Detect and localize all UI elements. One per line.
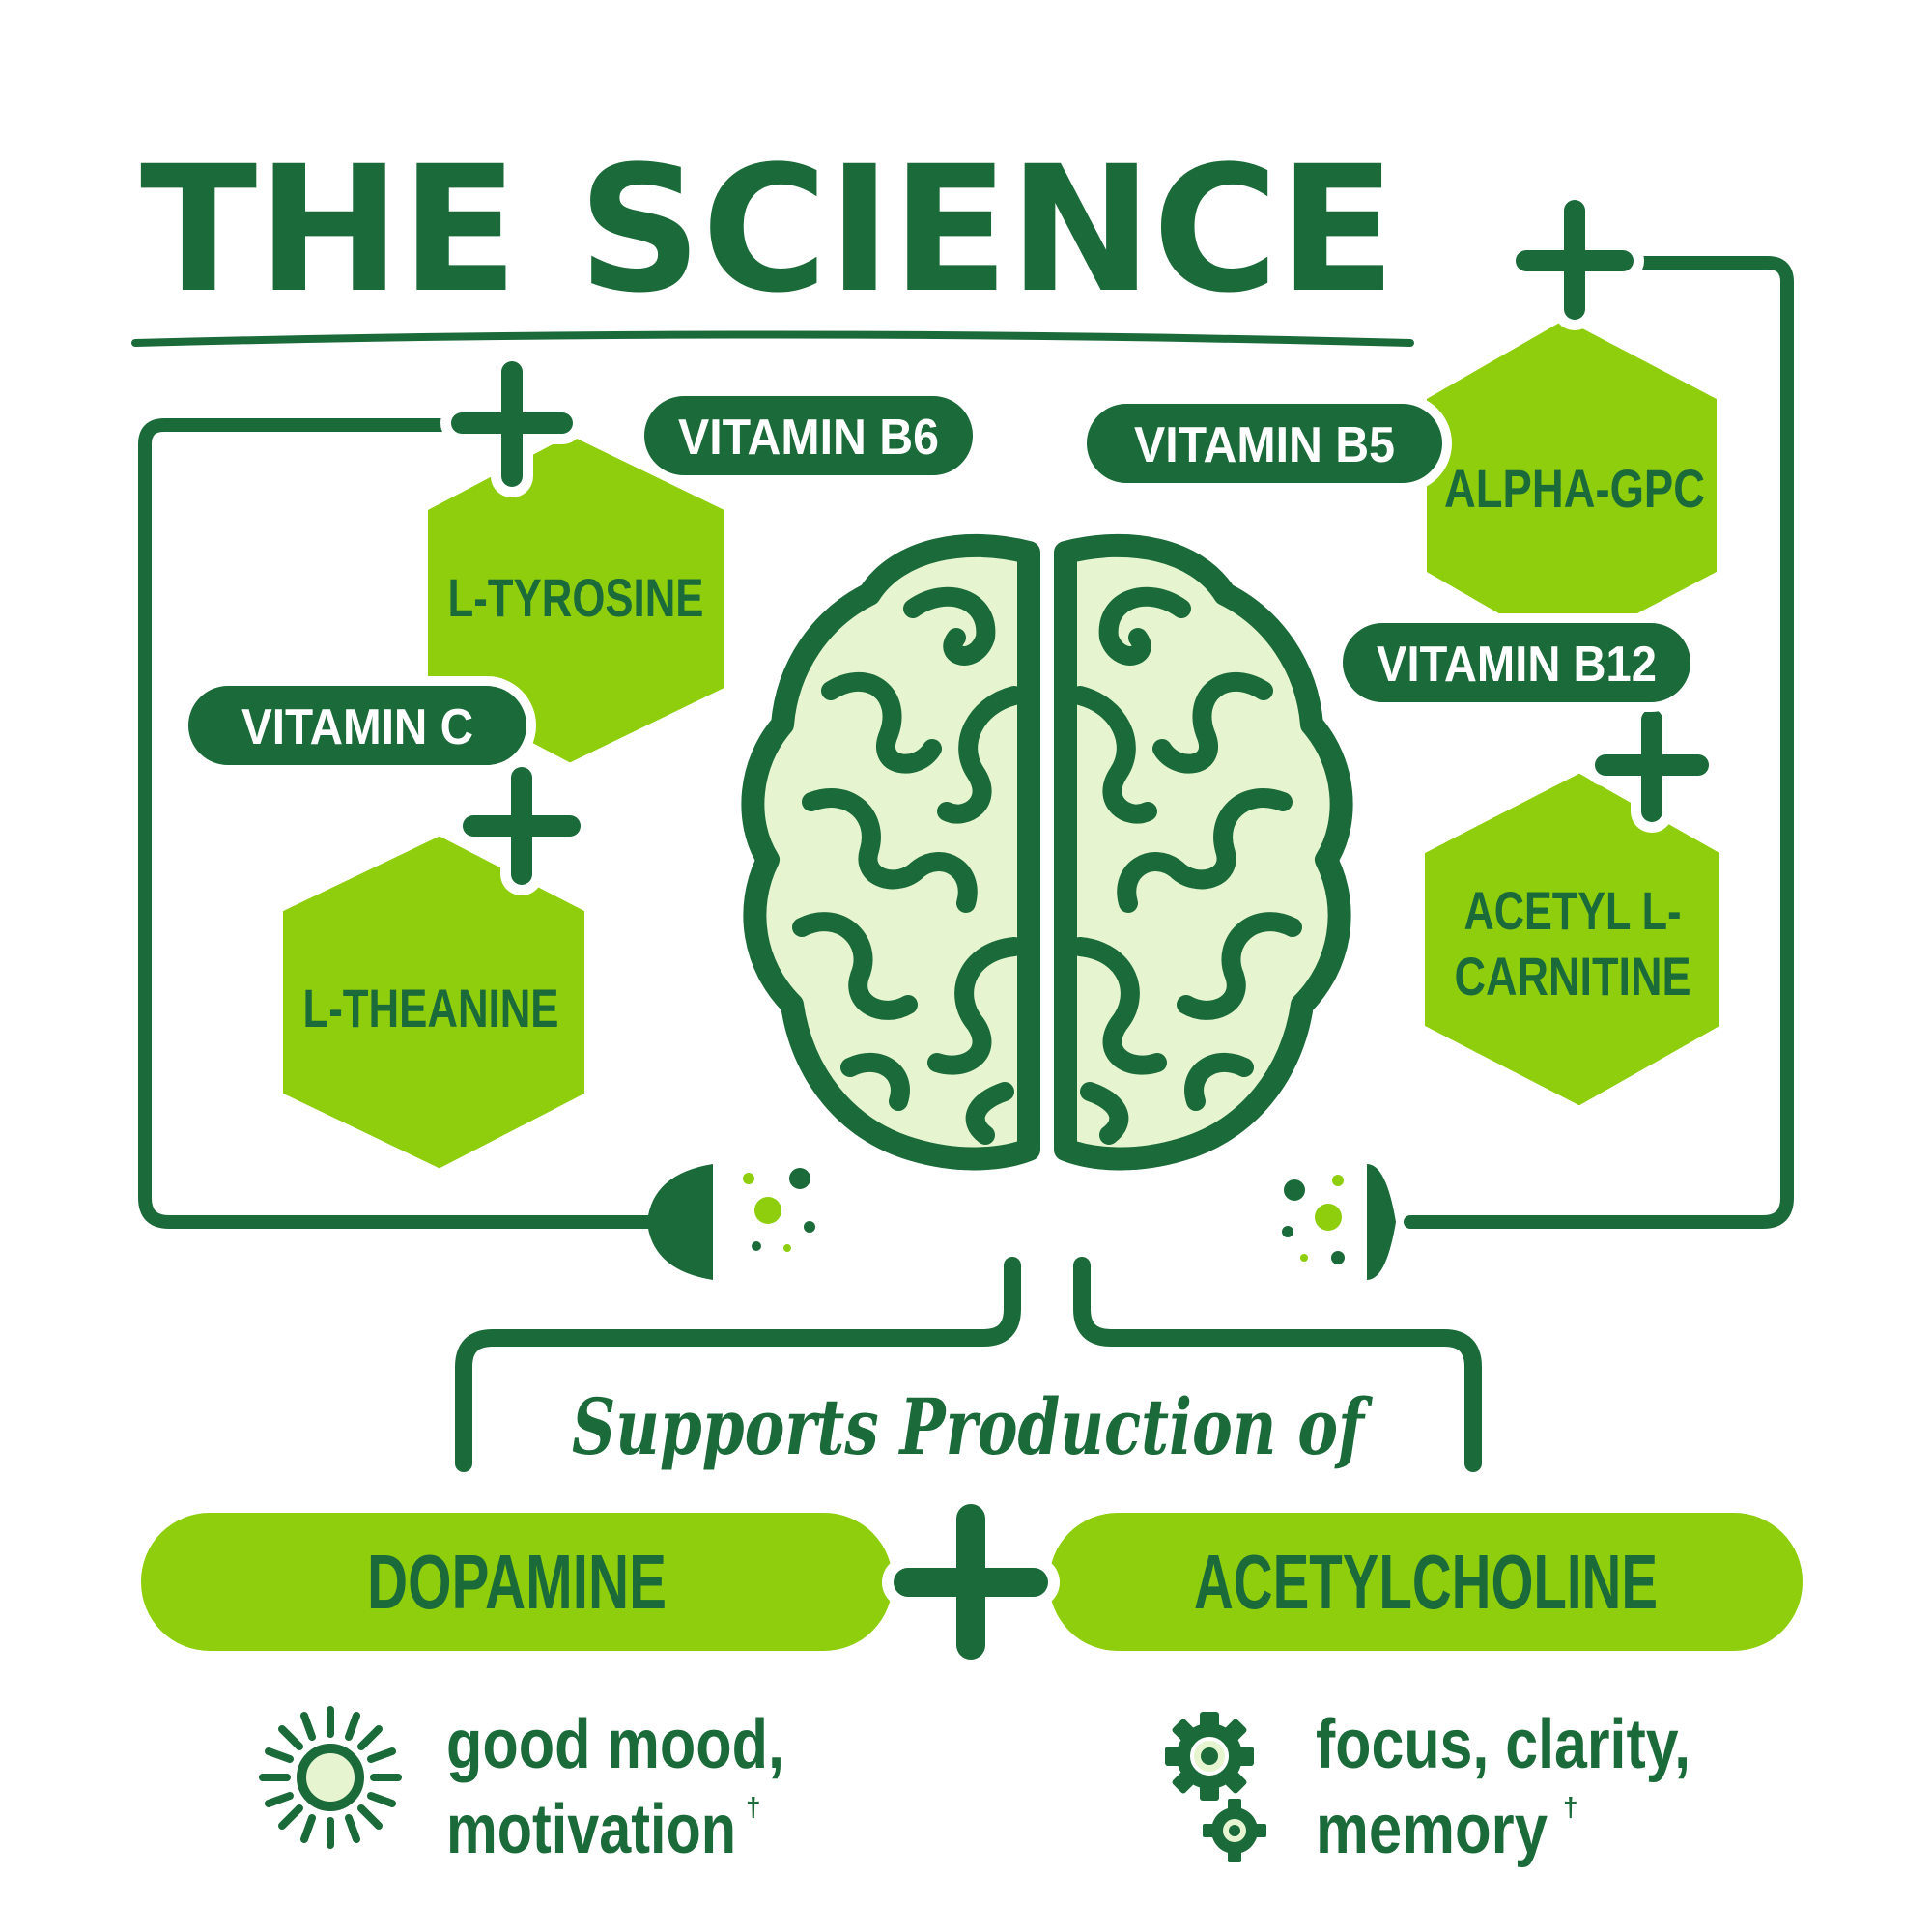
left-connector-line	[138, 418, 664, 1229]
hex-l-theanine	[273, 825, 594, 1179]
vitamin-b6-label: VITAMIN B6	[678, 410, 939, 466]
acetylcholine-label: ACETYLCHOLINE	[1194, 1539, 1658, 1625]
acetyl-label-line2: CARNITINE	[1455, 946, 1691, 1007]
plus-icon-acetyl	[1595, 709, 1709, 822]
plus-icon-l-tyrosine	[451, 361, 573, 487]
brain-icon	[741, 533, 1353, 1171]
right-connector-line	[1404, 256, 1794, 1229]
plus-icon-alpha-gpc	[1516, 200, 1634, 320]
gears-icon	[1165, 1712, 1266, 1862]
page-title: THE SCIENCE	[140, 129, 1396, 331]
plus-icon-center	[894, 1504, 1048, 1660]
vitamin-b5-pill	[1077, 394, 1452, 493]
vitamin-b12-pill	[1333, 613, 1700, 712]
left-benefit-line2: motivation	[446, 1791, 736, 1868]
acetyl-label-line1: ACETYL L-	[1464, 880, 1682, 941]
vitamin-c-label: VITAMIN C	[242, 699, 473, 755]
left-benefit-line1: good mood,	[446, 1706, 784, 1783]
right-benefit-line1: focus, clarity,	[1316, 1706, 1690, 1783]
dopamine-label: DOPAMINE	[367, 1539, 667, 1625]
right-spark-dots	[1282, 1175, 1345, 1264]
right-benefit-line2: memory	[1316, 1791, 1548, 1868]
l-tyrosine-label: L-TYROSINE	[448, 567, 704, 628]
left-bracket-line	[455, 1257, 1021, 1472]
vitamin-c-pill	[179, 676, 536, 775]
sun-icon	[259, 1706, 402, 1849]
left-benefit-mark: †	[746, 1792, 761, 1822]
title-underline	[131, 330, 1414, 347]
alpha-gpc-label: ALPHA-GPC	[1444, 458, 1705, 519]
right-bracket-line	[1073, 1257, 1482, 1472]
plus-icon-l-theanine	[463, 767, 581, 885]
l-theanine-label: L-THEANINE	[303, 978, 559, 1038]
supports-production-text: Supports Production of	[572, 1381, 1373, 1472]
vitamin-b12-label: VITAMIN B12	[1377, 637, 1657, 693]
left-plug-icon	[647, 1164, 713, 1280]
vitamin-b5-label: VITAMIN B5	[1134, 417, 1395, 473]
vitamin-b6-pill	[635, 386, 982, 485]
left-spark-dots	[743, 1168, 815, 1252]
right-benefit-mark: †	[1563, 1792, 1578, 1822]
right-plug-icon	[1367, 1164, 1396, 1280]
hex-acetyl-l-carnitine	[1415, 762, 1729, 1117]
